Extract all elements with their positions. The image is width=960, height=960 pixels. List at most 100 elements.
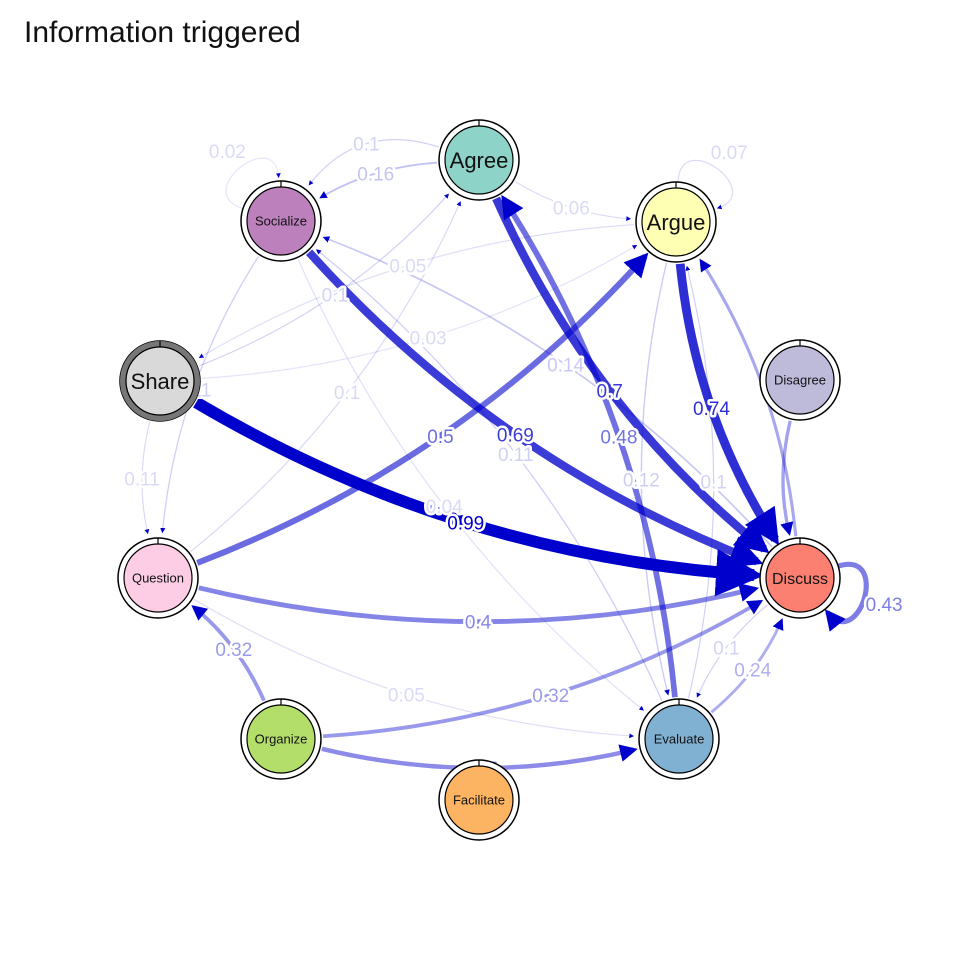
edge-evaluate-argue — [685, 265, 715, 699]
edge-discuss-discuss — [824, 561, 869, 632]
edge-label: 0.11 — [498, 445, 534, 466]
edge-agree-socialize — [319, 161, 438, 199]
edge-label-halo: 0.74 — [693, 399, 730, 420]
node-label: Question — [132, 571, 184, 586]
node-label: Disagree — [774, 373, 826, 388]
edge-label: 0.1 — [713, 638, 739, 659]
edge-agree-socialize — [308, 139, 440, 186]
edge-label: 0.03 — [410, 329, 447, 350]
edge-label-halo: 0.05 — [388, 685, 425, 706]
edge-label: 0.14 — [547, 356, 584, 377]
node-agree[interactable]: Agree — [438, 119, 520, 201]
edge-label-halo: 0.07 — [711, 143, 748, 164]
node-share[interactable]: Share — [119, 340, 201, 422]
edge-discuss-socialize — [322, 236, 773, 548]
edge-label: 0.1 — [322, 285, 348, 306]
edge-label: 0.7 — [597, 382, 623, 403]
edge-share-agree — [198, 193, 449, 367]
edge-label-halo: 0.4 — [465, 613, 492, 634]
edge-label-halo: 0.02 — [209, 142, 246, 163]
node-label: Share — [131, 369, 190, 394]
node-circle — [444, 765, 514, 835]
node-circle — [644, 704, 714, 774]
edge-organize-question — [191, 605, 266, 702]
edge-label-halo: 0.04 — [426, 497, 463, 518]
edge-argue-share — [198, 224, 635, 359]
edge-socialize-discuss — [306, 249, 764, 568]
edge-question-evaluate — [193, 598, 635, 739]
node-circle — [125, 346, 195, 416]
edge-share-discuss — [193, 397, 764, 597]
edge-label-halo: 0.05 — [389, 256, 426, 277]
edge-label: 0.48 — [600, 428, 637, 449]
edge-label: 0.07 — [711, 143, 748, 164]
node-disagree[interactable]: Disagree — [759, 339, 841, 421]
edge-argue-discuss — [675, 263, 779, 546]
edge-label-halo: 0.1 — [700, 472, 726, 493]
edge-question-argue — [196, 252, 649, 566]
edge-label: 0.74 — [693, 399, 730, 420]
node-label: Socialize — [255, 214, 307, 229]
node-organize[interactable]: Organize — [240, 698, 322, 780]
edge-label-halo: 0.06 — [553, 198, 590, 219]
edge-argue-evaluate — [640, 262, 670, 696]
edge-label-halo: 0.12 — [623, 471, 660, 492]
edge-label: 0.5 — [427, 427, 453, 448]
node-argue[interactable]: Argue — [635, 181, 717, 263]
edge-discuss-evaluate — [696, 604, 769, 698]
edge-label: 0.04 — [426, 497, 463, 518]
edge-label: 0.32 — [215, 640, 252, 661]
node-circle — [765, 543, 835, 613]
edge-label-halo: 0.1 — [713, 638, 739, 659]
edge-agree-discuss — [492, 196, 770, 554]
edge-socialize-socialize — [225, 157, 281, 210]
node-circle — [641, 187, 711, 257]
node-circle — [765, 345, 835, 415]
node-question[interactable]: Question — [117, 537, 199, 619]
node-discuss[interactable]: Discuss — [759, 537, 841, 619]
edge-label: 0.12 — [623, 471, 660, 492]
edge-organize-discuss — [322, 599, 764, 739]
edge-label-halo: 0.48 — [600, 428, 637, 449]
edge-label-halo: 0.14 — [547, 356, 584, 377]
node-facilitate[interactable]: Facilitate — [438, 759, 520, 841]
edge-label: 0.24 — [734, 661, 771, 682]
edge-evaluate-discuss — [710, 618, 784, 714]
edge-label-halo: 0.16 — [357, 164, 394, 185]
edge-disagree-discuss — [780, 420, 794, 536]
edge-label-halo: 0.03 — [410, 329, 447, 350]
node-circle — [246, 704, 316, 774]
edge-label-halo: 0.43 — [866, 595, 903, 616]
edge-label-halo: 0.5 — [427, 427, 453, 448]
edge-label-halo: 0.1 — [322, 285, 348, 306]
edge-share-argue — [201, 244, 638, 379]
edge-evaluate-socialize — [315, 249, 663, 701]
edge-label-halo: 0.11 — [498, 445, 534, 466]
edge-label-halo: 0.1 — [334, 383, 360, 404]
node-socialize[interactable]: Socialize — [240, 180, 322, 262]
edge-label: 0.4 — [465, 613, 492, 634]
node-label: Evaluate — [654, 732, 705, 747]
edge-label-halo: 0.32 — [532, 686, 569, 707]
node-evaluate[interactable]: Evaluate — [638, 698, 720, 780]
node-label: Discuss — [772, 571, 828, 588]
edge-label: 0.16 — [357, 164, 394, 185]
edge-label-halo: 0.1 — [353, 135, 379, 156]
edge-label: 0.1 — [334, 383, 360, 404]
edge-label: 0.1 — [700, 472, 726, 493]
edge-label-halo: 0.24 — [734, 661, 771, 682]
edge-label-halo: 0.11 — [124, 469, 160, 490]
node-label: Agree — [450, 148, 509, 173]
node-label: Argue — [647, 210, 706, 235]
node-label: Organize — [255, 732, 308, 747]
edge-label: 0.02 — [209, 142, 246, 163]
edge-argue-argue — [677, 159, 734, 210]
edge-label: 0.69 — [497, 425, 534, 446]
edge-label: 0.05 — [388, 685, 425, 706]
edges-layer — [141, 139, 869, 771]
node-circle — [123, 543, 193, 613]
node-circle — [246, 186, 316, 256]
node-circle — [444, 125, 514, 195]
